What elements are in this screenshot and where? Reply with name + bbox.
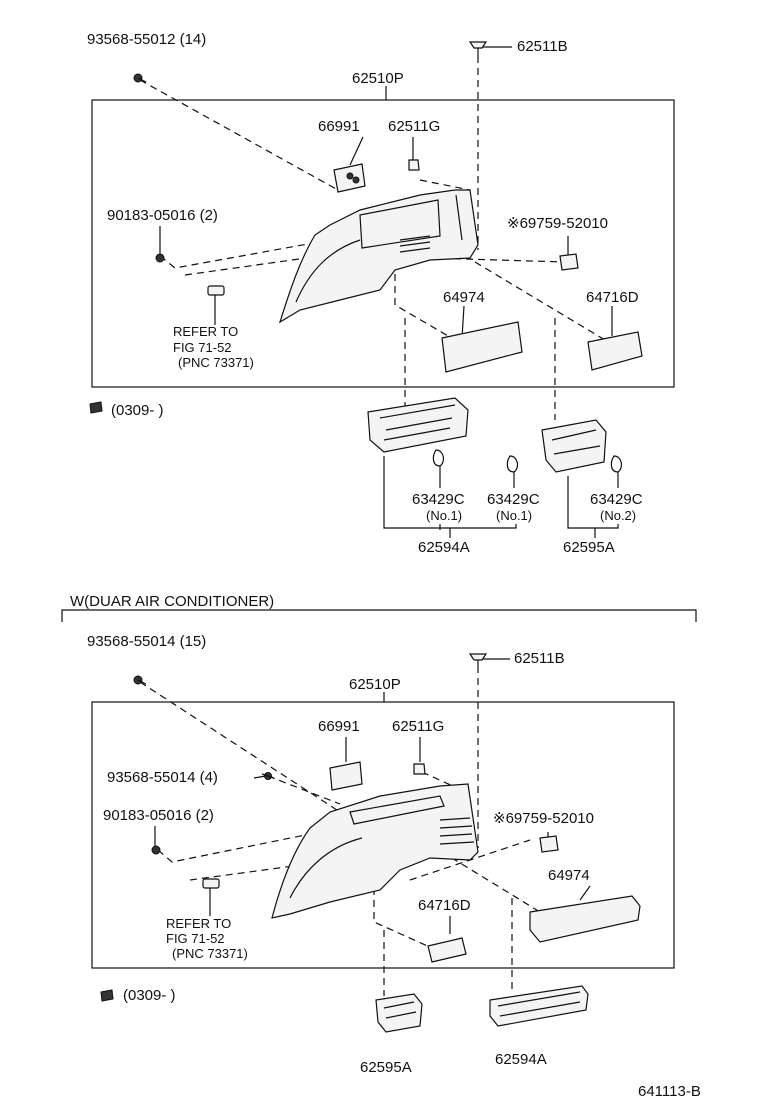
lower-trim-panel <box>271 783 479 919</box>
upper-tray-right-label: 62595A <box>563 539 615 556</box>
upper-refer-line3: (PNC 73371) <box>178 355 254 370</box>
lower-asterisk-label: ※69759-52010 <box>493 810 594 827</box>
lower-clip-part <box>413 763 426 775</box>
lower-refer-line2: FIG 71-52 <box>166 931 225 946</box>
upper-panel-label: 62510P <box>352 70 404 87</box>
upper-refer-line1: REFER TO <box>173 324 238 339</box>
lower-bolt-small-icon <box>261 772 275 780</box>
upper-clip-top-icon <box>468 41 488 56</box>
lower-clip-top-icon <box>468 653 488 666</box>
lower-cover-64716D <box>427 937 467 963</box>
upper-date-icon <box>89 401 103 414</box>
lower-tray-right-label: 62594A <box>495 1051 547 1068</box>
upper-cover-left-label: 64974 <box>443 289 485 306</box>
upper-bolt-label: 93568-55012 (14) <box>87 31 206 48</box>
lower-asterisk-part <box>539 835 559 853</box>
upper-hook2-icon <box>506 455 519 488</box>
upper-hook3-label: 63429C <box>590 491 643 508</box>
upper-tray-left-label: 62594A <box>418 539 470 556</box>
upper-hook1-label: 63429C <box>412 491 465 508</box>
lower-section: W(DUAR AIR CONDITIONER) 93568-55014 (15)… <box>61 593 697 1076</box>
upper-cover-64716D <box>587 331 643 371</box>
lower-bolt-icon <box>133 675 147 685</box>
lower-date-label: (0309- ) <box>123 987 176 1004</box>
lower-tray-right <box>489 985 589 1027</box>
upper-nut-icon <box>155 253 165 263</box>
lower-cover-mid-label: 64716D <box>418 897 471 914</box>
lower-section-title: W(DUAR AIR CONDITIONER) <box>70 593 274 610</box>
upper-cover-64974 <box>441 321 523 373</box>
lower-panel-frame <box>91 701 675 969</box>
lower-clip-label: 62511G <box>392 718 444 735</box>
lower-refer-line3: (PNC 73371) <box>172 946 248 961</box>
figure-id: 641113-B <box>638 1083 701 1100</box>
upper-tray-right <box>541 419 607 473</box>
upper-clip-part <box>408 159 420 171</box>
lower-cover-64974 <box>529 895 641 943</box>
lower-cover-right-label: 64974 <box>548 867 590 884</box>
upper-hook1-icon <box>432 449 445 488</box>
lower-refer-line1: REFER TO <box>166 916 231 931</box>
upper-hook2-label: 63429C <box>487 491 540 508</box>
lower-handle-part <box>329 761 363 791</box>
lower-handle-label: 66991 <box>318 718 360 735</box>
upper-hook1-sub: (No.1) <box>426 508 462 523</box>
upper-clip-top-label: 62511B <box>517 38 568 55</box>
lower-bolt-label: 93568-55014 (15) <box>87 633 206 650</box>
upper-panel-frame <box>91 99 675 388</box>
upper-bolt-icon <box>133 73 147 83</box>
upper-asterisk-label: ※69759-52010 <box>507 215 608 232</box>
lower-nut-icon <box>151 845 161 855</box>
upper-trim-panel <box>278 189 479 324</box>
upper-hook3-sub: (No.2) <box>600 508 636 523</box>
upper-asterisk-part <box>559 253 579 271</box>
upper-handle-label: 66991 <box>318 118 360 135</box>
upper-section: 93568-55012 (14) 62511B 62510P 66991 625… <box>87 31 675 556</box>
lower-bolt-small-label: 93568-55014 (4) <box>107 769 218 786</box>
upper-hook2-sub: (No.1) <box>496 508 532 523</box>
upper-nut-label: 90183-05016 (2) <box>107 207 218 224</box>
upper-tray-left <box>367 397 469 453</box>
upper-refer-block <box>207 285 225 296</box>
upper-date-label: (0309- ) <box>111 402 164 419</box>
upper-refer-line2: FIG 71-52 <box>173 340 232 355</box>
lower-panel-label: 62510P <box>349 676 401 693</box>
lower-nut-label: 90183-05016 (2) <box>103 807 214 824</box>
lower-tray-left <box>375 993 423 1033</box>
upper-handle-part <box>333 163 366 193</box>
upper-hook3-icon <box>610 455 623 488</box>
lower-refer-block <box>202 878 220 889</box>
upper-cover-right-label: 64716D <box>586 289 639 306</box>
lower-date-icon <box>100 989 114 1002</box>
lower-tray-left-label: 62595A <box>360 1059 412 1076</box>
upper-clip-label: 62511G <box>388 118 440 135</box>
lower-clip-top-label: 62511B <box>514 650 565 667</box>
